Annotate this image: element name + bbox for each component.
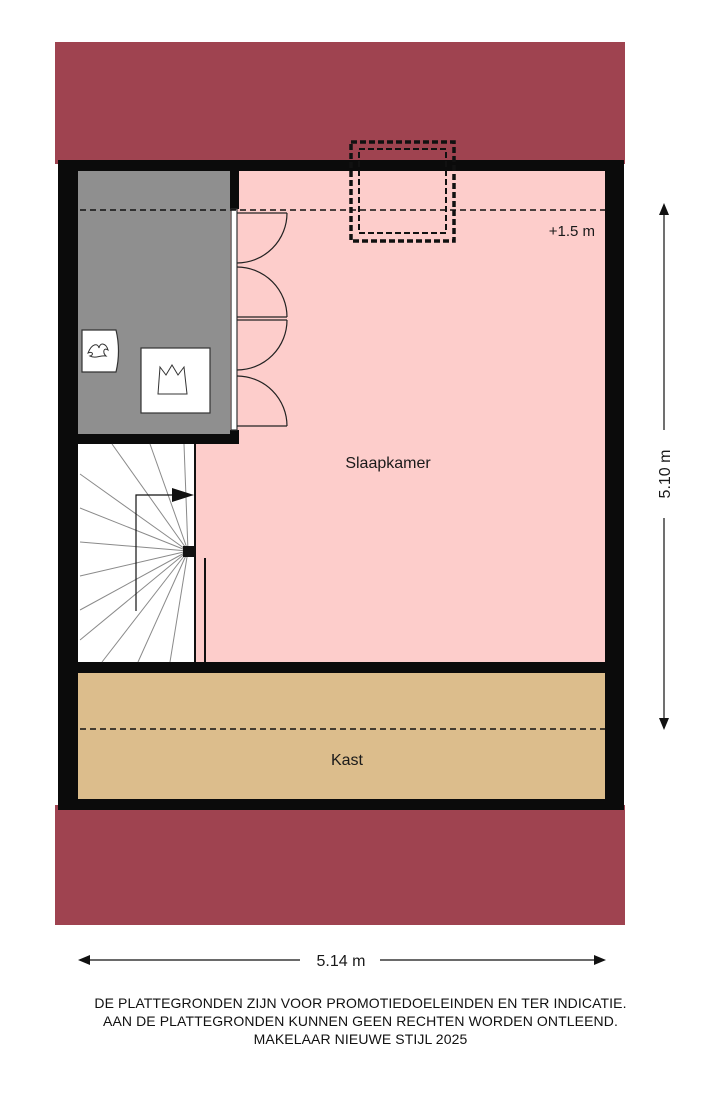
closet-floor: [78, 673, 605, 799]
dimension-height-arrow-bottom: [659, 718, 669, 730]
dimension-width-label: 5.14 m: [317, 953, 366, 970]
boiler: [81, 329, 120, 373]
roof-window: [349, 140, 456, 243]
stair-direction-arrow: [172, 488, 194, 502]
closet-label: Kast: [331, 752, 364, 769]
wall-closet-divider: [78, 662, 605, 673]
dimension-width-arrow-right: [594, 955, 606, 965]
dimension-height-arrow-top: [659, 203, 669, 215]
ceiling-height-label: +1.5 m: [549, 223, 595, 240]
wardrobe-doors: [230, 208, 288, 431]
disclaimer-line-3: MAKELAAR NIEUWE STIJL 2025: [253, 1031, 468, 1047]
stair-newel-post: [183, 546, 194, 557]
dimension-width-arrow-left: [78, 955, 90, 965]
wall-utility-bottom: [78, 434, 239, 444]
disclaimer-line-2: AAN DE PLATTEGRONDEN KUNNEN GEEN RECHTEN…: [103, 1013, 618, 1029]
disclaimer-line-1: DE PLATTEGRONDEN ZIJN VOOR PROMOTIEDOELE…: [94, 995, 627, 1011]
wall-utility-right-top: [230, 171, 239, 209]
roof-bottom: [55, 805, 625, 925]
dimension-height-label: 5.10 m: [657, 450, 674, 499]
disclaimer: DE PLATTEGRONDEN ZIJN VOOR PROMOTIEDOELE…: [0, 994, 721, 1048]
bedroom-label: Slaapkamer: [345, 455, 431, 472]
staircase: [79, 443, 189, 663]
washing-machine: [140, 347, 211, 414]
roof-top: [55, 42, 625, 164]
